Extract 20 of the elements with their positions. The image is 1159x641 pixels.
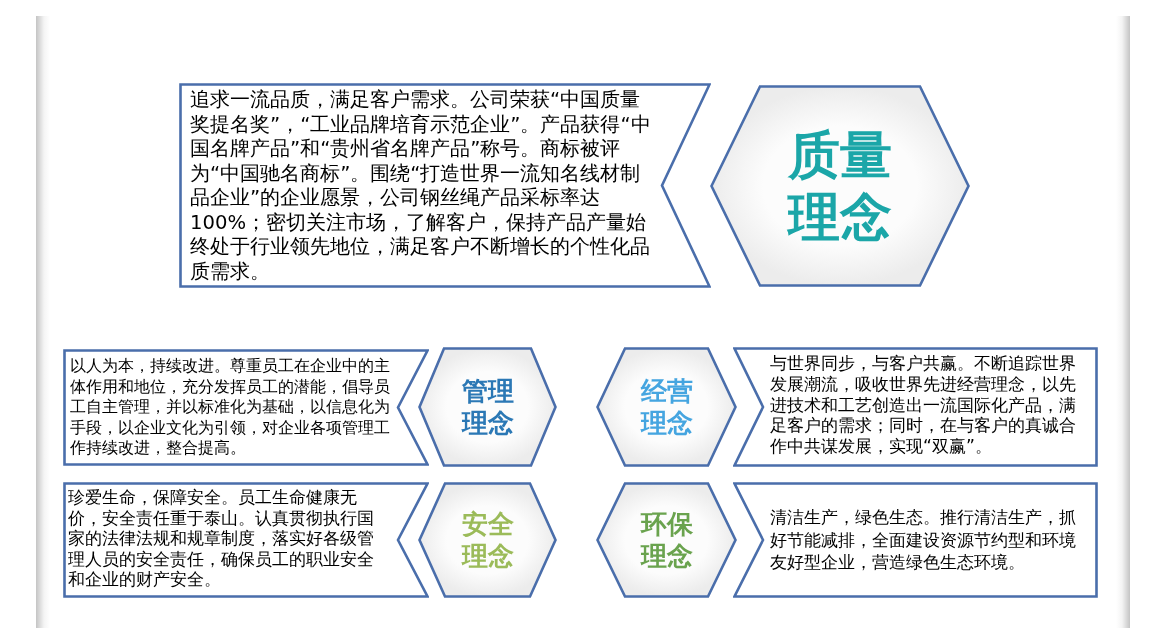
chevron-panel [733, 347, 1098, 467]
concept-heading: 安全理念 [460, 508, 515, 572]
hexagon-shape [596, 482, 737, 598]
chevron-panel [733, 482, 1098, 598]
chevron-panel [63, 349, 429, 466]
hexagon-shape [596, 347, 737, 467]
description-text: 追求一流品质，满足客户需求。公司荣获“中国质量奖提名奖”，“工业品牌培育示范企业”。产品获得“中国名牌产品”和“贵州省名牌产品”称号。商标被评为“中国驰名商标”。围绕“打造世界一流知名线材制品企业”的企业愿景，公司钢丝绳产品采标率达100%；密切关注市场，了解客户，保持产品产量始终处于行业领先地位，满足客户不断增长的个性化品质需求。 [190, 88, 652, 284]
chevron-panel [179, 83, 711, 288]
chevron-panel [63, 482, 429, 598]
concept-heading: 质量理念 [787, 124, 893, 248]
description-text: 清洁生产，绿色生态。推行清洁生产，抓好节能减排，全面建设资源节约型和环境友好型企业，营造绿色生态环境。 [770, 506, 1077, 574]
concept-heading: 环保理念 [639, 508, 694, 572]
concept-heading: 经营理念 [639, 375, 694, 439]
hexagon-shape [418, 482, 557, 598]
description-text: 珍爱生命，保障安全。员工生命健康无价，安全责任重于泰山。认真贯彻执行国家的法律法规和规章制度，落实好各级管理人员的安全责任，确保员工的职业安全和企业的财产安全。 [68, 488, 375, 591]
hexagon-shape [710, 85, 970, 287]
concept-heading: 管理理念 [460, 375, 515, 439]
description-text: 与世界同步，与客户共赢。不断追踪世界发展潮流，吸收世界先进经营理念，以先进技术和工艺创造出一流国际化产品，满足客户的需求；同时，在与客户的真诚合作中共谋发展，实现“双赢”。 [770, 353, 1077, 457]
hexagon-shape [418, 347, 557, 467]
description-text: 以人为本，持续改进。尊重员工在企业中的主体作用和地位，充分发挥员工的潜能，倡导员工自主管理，并以标准化为基础，以信息化为手段，以企业文化为引领，对企业各项管理工作持续改进，整合提高。 [70, 356, 390, 459]
